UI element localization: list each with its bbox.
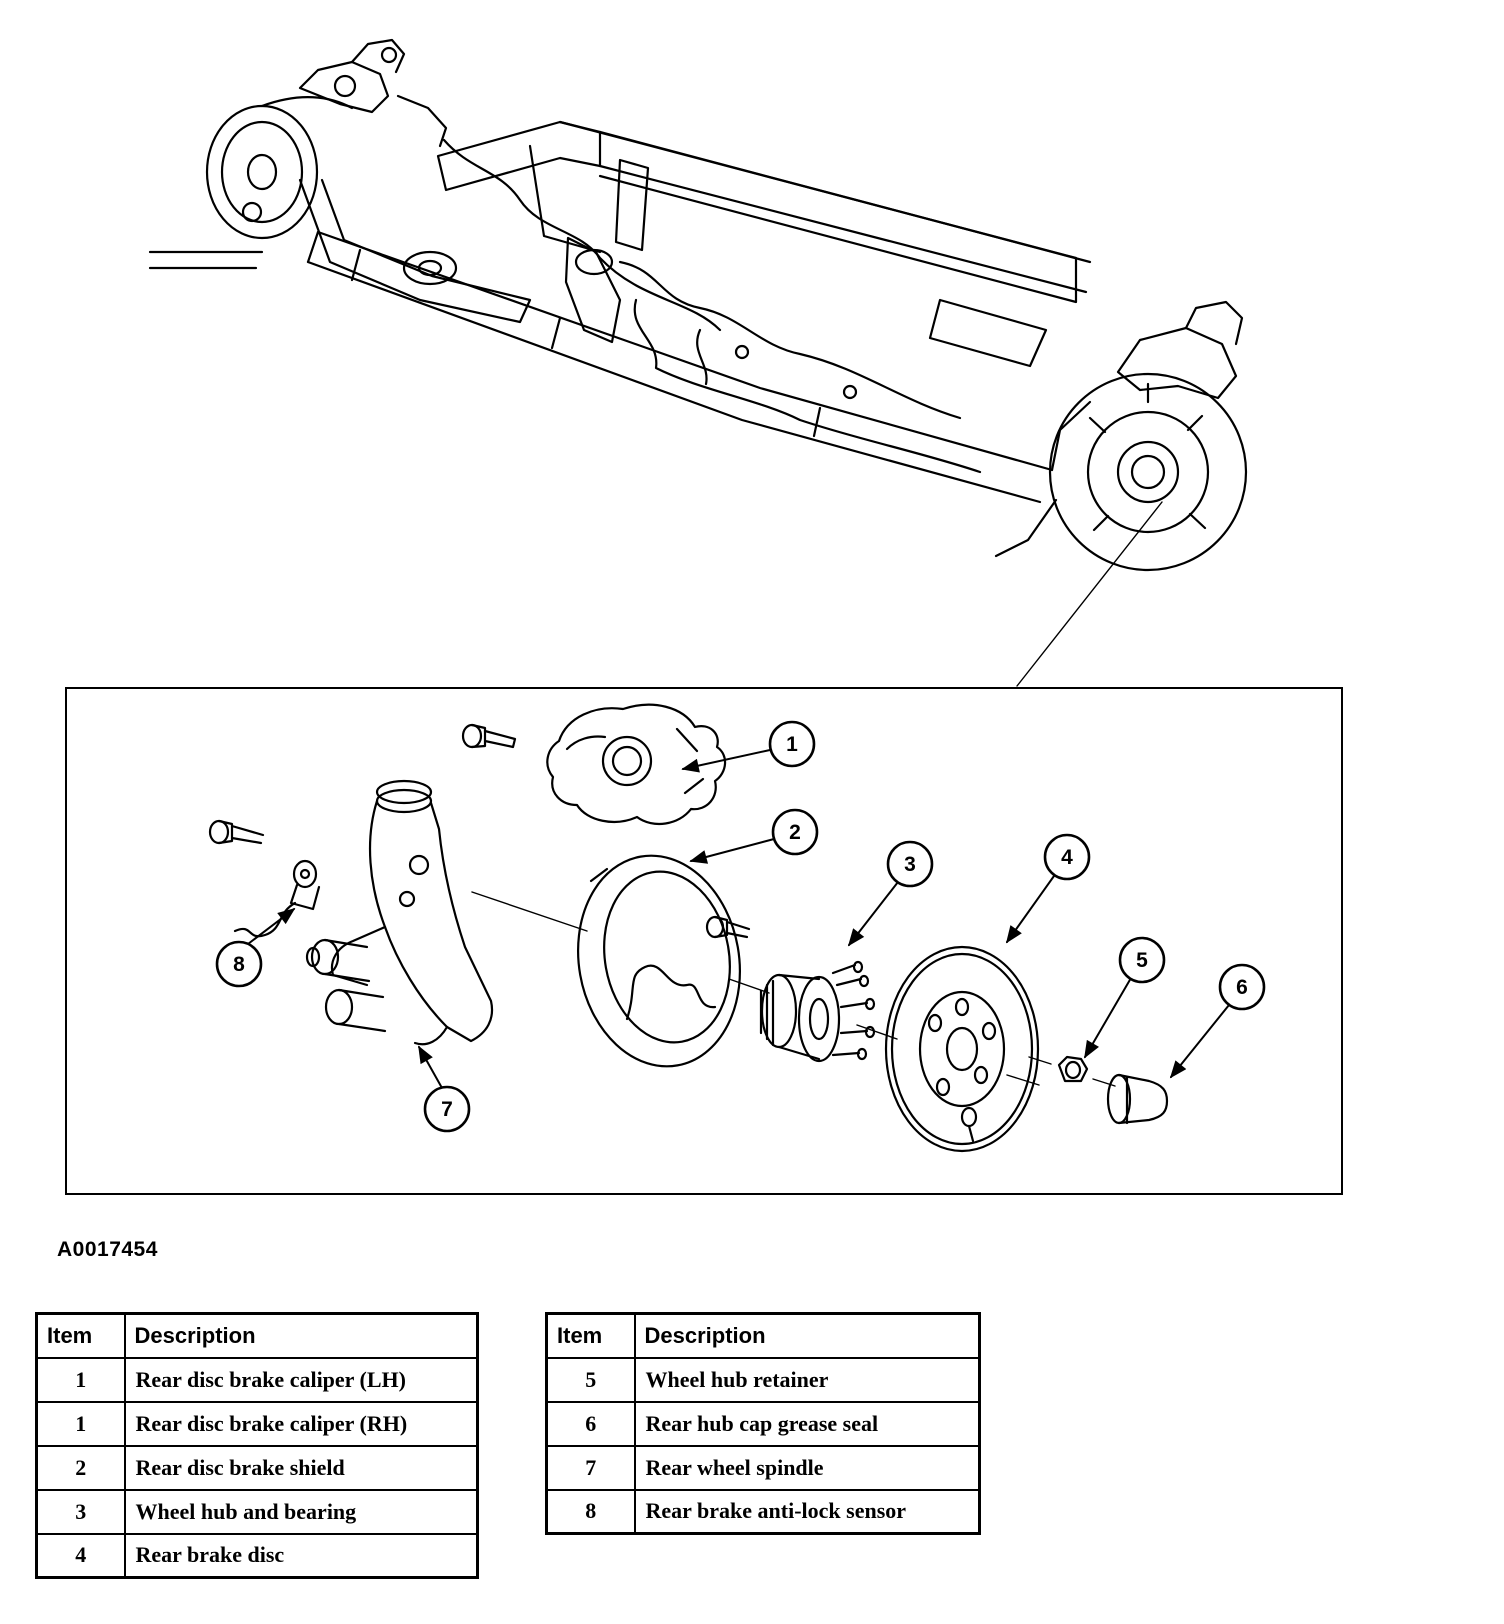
item-column-header: Item (35, 1312, 126, 1359)
part-description: Rear disc brake caliper (LH) (123, 1356, 479, 1403)
item-number: 4 (35, 1532, 126, 1579)
brake-caliper-drawing (546, 703, 727, 825)
description-column-header: Description (633, 1312, 981, 1359)
abs-sensor-bolt-drawing (208, 819, 265, 845)
wheel-hub-retainer-nut-drawing (1028, 1055, 1116, 1087)
rear-axle-assembly-illustration (148, 38, 1248, 687)
item-number: 1 (35, 1400, 126, 1447)
callout-4: 4 (1043, 833, 1091, 881)
part-description: Rear brake anti-lock sensor (633, 1488, 981, 1535)
parts-table-row: 1 Rear disc brake caliper (RH) (35, 1400, 479, 1447)
item-number: 1 (35, 1356, 126, 1403)
callout-4-number: 4 (1061, 846, 1073, 869)
rear-brake-disc-drawing (884, 945, 1040, 1153)
callout-2-number: 2 (789, 821, 801, 844)
parts-table-row: 1 Rear disc brake caliper (LH) (35, 1356, 479, 1403)
table-header-row: Item Description (35, 1312, 479, 1359)
callout-6-number: 6 (1236, 976, 1248, 999)
part-description: Rear disc brake shield (123, 1444, 479, 1491)
part-description: Rear disc brake caliper (RH) (123, 1400, 479, 1447)
caliper-mounting-bolt-drawing (461, 723, 517, 749)
parts-table-left: Item Description 1 Rear disc brake calip… (35, 1312, 479, 1579)
callout-6: 6 (1218, 963, 1266, 1011)
shield-bolt-drawing (705, 915, 751, 939)
callout-1-number: 1 (786, 733, 798, 756)
callout-1: 1 (768, 720, 816, 768)
item-number: 7 (545, 1444, 636, 1491)
exploded-view-panel: 1 2 3 4 5 6 7 (65, 687, 1343, 1195)
exploded-view-illustration: 1 2 3 4 5 6 7 (208, 703, 1266, 1153)
grease-cap-drawing (1106, 1073, 1169, 1125)
callout-2: 2 (771, 808, 819, 856)
callout-8-number: 8 (233, 953, 245, 976)
item-number: 8 (545, 1488, 636, 1535)
subframe-drawing (436, 120, 1092, 368)
item-number: 5 (545, 1356, 636, 1403)
description-column-header: Description (123, 1312, 479, 1359)
item-number: 6 (545, 1400, 636, 1447)
callout-5-number: 5 (1136, 949, 1148, 972)
parts-table-row: 8 Rear brake anti-lock sensor (545, 1488, 981, 1535)
right-brake-rotor-drawing (1048, 300, 1248, 572)
callout-3: 3 (886, 840, 934, 888)
callout-3-number: 3 (904, 853, 916, 876)
item-column-header: Item (545, 1312, 636, 1359)
part-description: Rear brake disc (123, 1532, 479, 1579)
parts-table-row: 7 Rear wheel spindle (545, 1444, 981, 1491)
part-description: Wheel hub and bearing (123, 1488, 479, 1535)
parts-table-row: 2 Rear disc brake shield (35, 1444, 479, 1491)
item-number: 3 (35, 1488, 126, 1535)
callout-5: 5 (1118, 936, 1166, 984)
parts-table-row: 4 Rear brake disc (35, 1532, 479, 1579)
part-description: Wheel hub retainer (633, 1356, 981, 1403)
part-description: Rear wheel spindle (633, 1444, 981, 1491)
parts-table-row: 3 Wheel hub and bearing (35, 1488, 479, 1535)
table-header-row: Item Description (545, 1312, 981, 1359)
wheel-hub-bearing-drawing (759, 960, 876, 1063)
part-description: Rear hub cap grease seal (633, 1400, 981, 1447)
abs-sensor-drawing (233, 859, 321, 938)
parts-table-row: 5 Wheel hub retainer (545, 1356, 981, 1403)
callout-8: 8 (215, 940, 263, 988)
brake-lines-drawing (442, 138, 982, 474)
callout-7: 7 (423, 1085, 471, 1133)
rear-wheel-spindle-drawing (305, 779, 494, 1046)
figure-id-label: A0017454 (57, 1238, 158, 1261)
item-number: 2 (35, 1444, 126, 1491)
rotor-to-detail-leader-line (1016, 501, 1163, 687)
callout-7-number: 7 (441, 1098, 453, 1121)
parts-table-row: 6 Rear hub cap grease seal (545, 1400, 981, 1447)
parts-table-right: Item Description 5 Wheel hub retainer 6 … (545, 1312, 981, 1535)
brake-shield-drawing (576, 854, 742, 1068)
callout-leader-lines (247, 749, 1230, 1089)
assembly-axis-line (471, 891, 1040, 1086)
left-wheel-end-drawing (148, 38, 532, 324)
axle-beam-drawing (306, 230, 1092, 558)
